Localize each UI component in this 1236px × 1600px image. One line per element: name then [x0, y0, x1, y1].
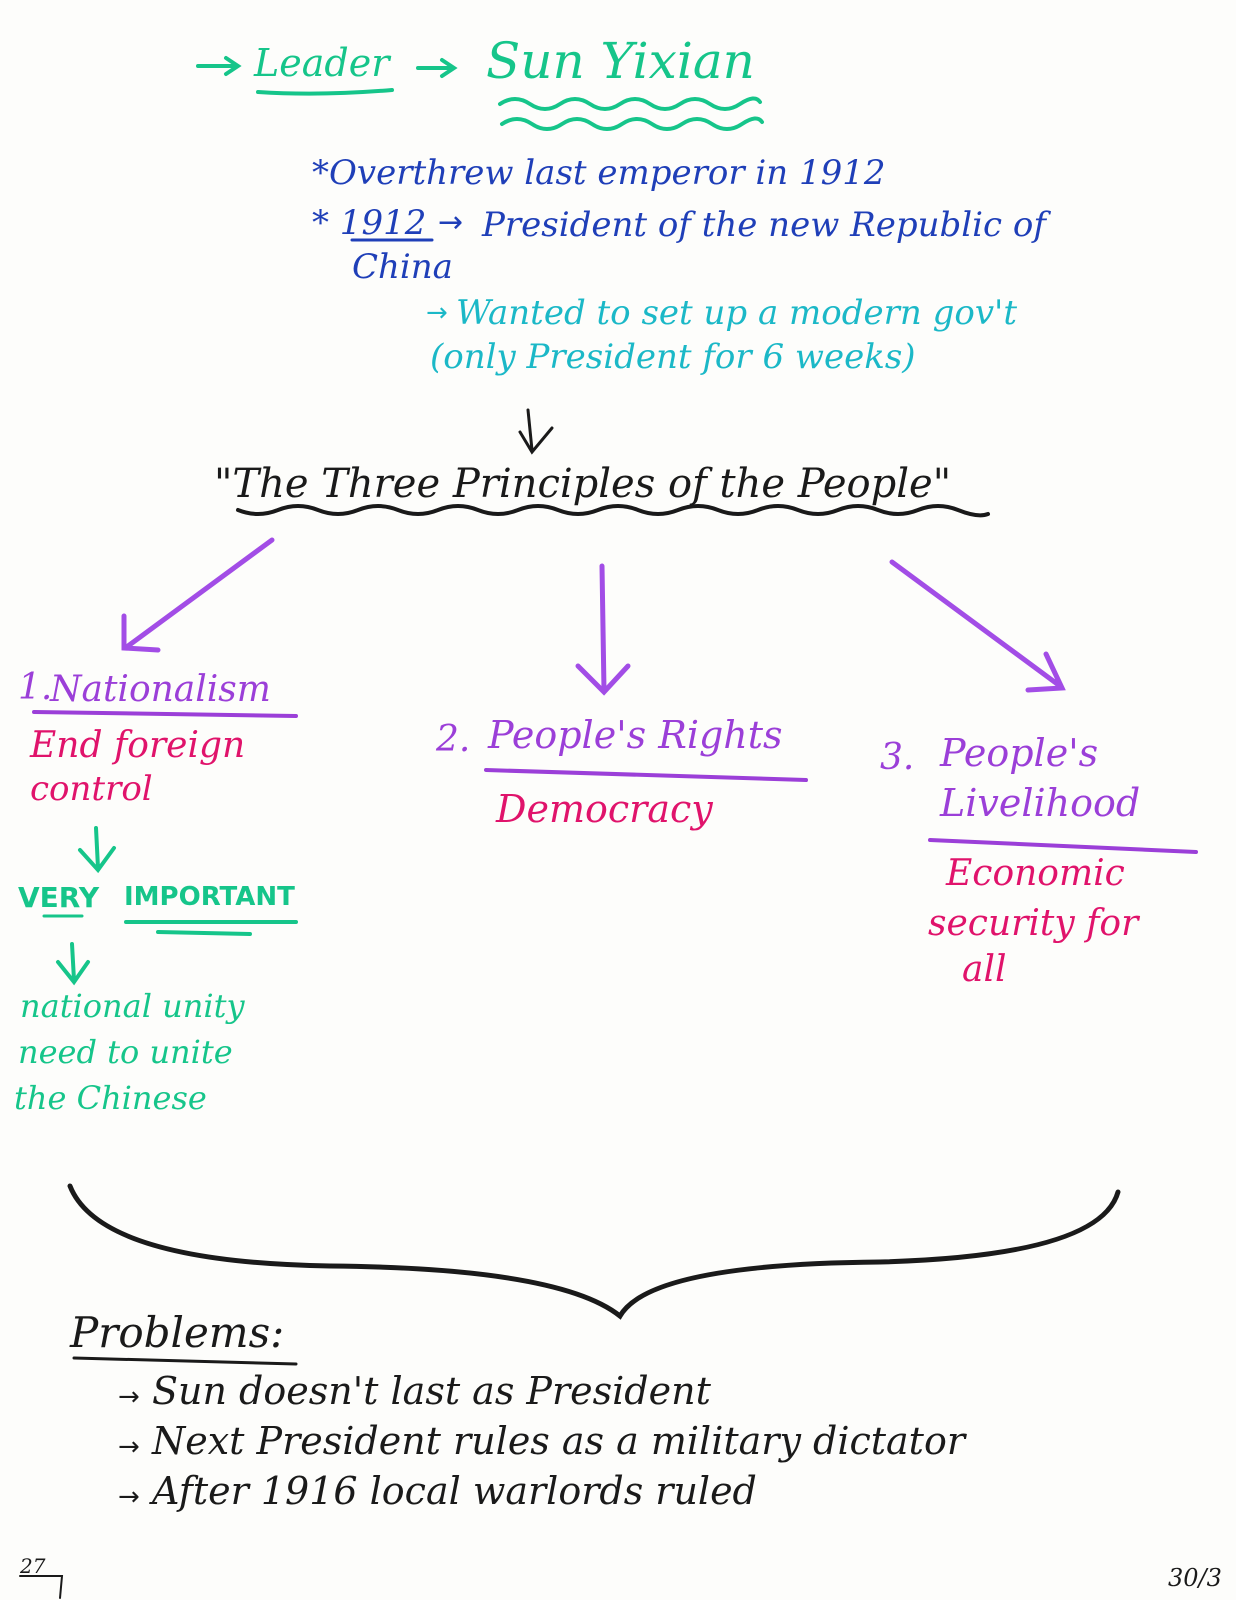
sub-fact-2: (only President for 6 weeks) [430, 337, 916, 377]
principle-1-note-1: national unity [20, 987, 245, 1025]
principle-1-note-2: need to unite [18, 1033, 233, 1071]
title-underline [236, 504, 990, 518]
fact-year: * 1912 [312, 203, 427, 243]
arrow-icon [196, 56, 242, 76]
fact-line-2: President of the new Republic of [482, 205, 1046, 245]
principle-3-meaning-1: Economic [946, 853, 1125, 894]
principle-1-meaning-1: End foreign [30, 725, 246, 766]
principle-2-name: People's Rights [488, 713, 783, 757]
fact-line-1: *Overthrew last emperor in 1912 [312, 153, 886, 193]
principle-3-name-2: Livelihood [940, 781, 1141, 825]
principle-1-meaning-2: control [30, 769, 153, 809]
sub-fact-1: Wanted to set up a modern gov't [456, 293, 1018, 333]
emphasis-very: VERY [18, 881, 100, 914]
leader-name: Sun Yixian [486, 32, 755, 90]
fact-line-3: China [352, 247, 453, 287]
principles-title: "The Three Principles of the People" [214, 461, 952, 507]
page-number-left: 27 [20, 1554, 46, 1578]
principle-2-meaning: Democracy [496, 787, 713, 831]
important-underline [124, 920, 298, 936]
principle-2-number: 2. [436, 719, 471, 760]
page-number-right: 30/3 [1168, 1564, 1222, 1592]
arrow-icon: → [118, 1432, 140, 1462]
rights-underline [484, 768, 808, 782]
principle-3-meaning-2: security for [928, 903, 1139, 944]
problem-item-2: Next President rules as a military dicta… [152, 1419, 965, 1463]
problems-underline [72, 1356, 298, 1366]
arrow-down-icon [518, 408, 554, 455]
arrow-down-icon [56, 942, 90, 986]
livelihood-underline [928, 838, 1198, 854]
nationalism-underline [32, 710, 298, 718]
principle-3-meaning-3: all [962, 949, 1007, 990]
wavy-underline [500, 116, 764, 131]
arrow-left-icon [121, 537, 275, 653]
principle-1-note-3: the Chinese [14, 1079, 207, 1117]
problem-item-1: Sun doesn't last as President [152, 1369, 711, 1413]
page-bracket [19, 1575, 64, 1599]
arrow-right-icon [889, 559, 1066, 693]
problems-heading: Problems: [70, 1308, 285, 1357]
principle-3-name-1: People's [940, 731, 1099, 775]
arrow-icon: → [118, 1482, 140, 1512]
arrow-icon [416, 58, 458, 78]
arrow-down-icon [575, 563, 631, 696]
principle-1-number: 1. [18, 667, 53, 708]
arrow-icon: → [118, 1382, 140, 1412]
arrow-down-icon [78, 826, 116, 874]
leader-label: Leader [254, 41, 390, 85]
principle-3-number: 3. [880, 737, 915, 778]
arrow-icon: → [426, 298, 448, 328]
wavy-underline [498, 96, 762, 111]
emphasis-important: IMPORTANT [124, 882, 295, 912]
leader-underline [256, 88, 394, 96]
curly-brace [67, 1183, 1121, 1320]
principle-1-name: Nationalism [50, 669, 271, 710]
arrow-icon: → [438, 205, 464, 240]
problem-item-3: After 1916 local warlords ruled [152, 1469, 757, 1513]
